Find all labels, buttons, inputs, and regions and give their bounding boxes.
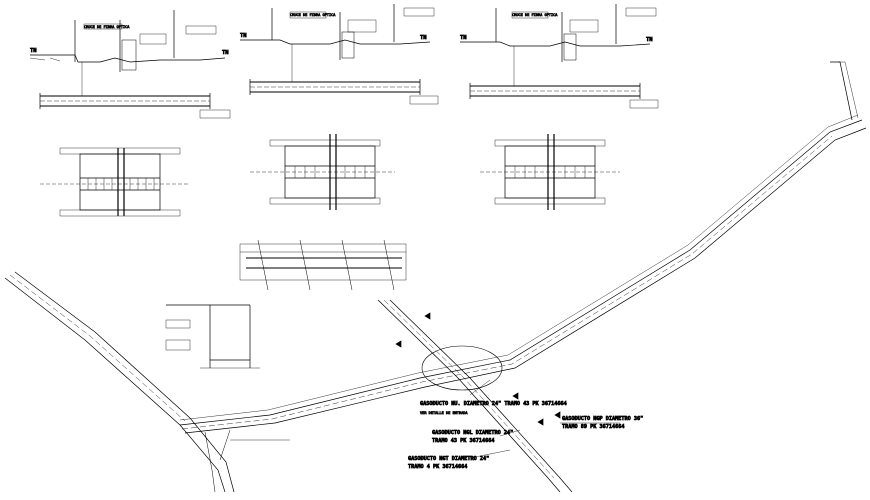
vertical-section-detail bbox=[165, 304, 260, 369]
cruce-label-2: CRUCE DE FIBRA OPTICA bbox=[290, 13, 336, 17]
plan-detail-3 bbox=[480, 134, 620, 210]
tn-label-2: TN bbox=[222, 50, 229, 56]
tn-label-1: TN bbox=[30, 48, 37, 54]
tn-label-6: TN bbox=[646, 37, 653, 43]
gas-label-1-sub: VER DETALLE DE ENTRADA bbox=[420, 411, 468, 415]
plan-detail-2 bbox=[250, 134, 395, 210]
tn-label-4: TN bbox=[420, 35, 427, 41]
gas-label-3: GASODUCTO NGL DIAMETRO 24" bbox=[432, 430, 513, 436]
plan-detail-1 bbox=[40, 147, 190, 217]
gas-label-3-sub: TRAMO 43 PK 36714664 bbox=[432, 438, 494, 444]
long-section bbox=[239, 239, 407, 291]
profile-section-1 bbox=[29, 10, 231, 119]
tn-label-3: TN bbox=[240, 33, 247, 39]
gas-label-2-sub: TRAMO 89 PK 36714664 bbox=[562, 424, 624, 430]
gas-label-2: GASODUCTO NGP DIAMETRO 36" bbox=[562, 416, 643, 422]
cruce-label-3: CRUCE DE FIBRA OPTICA bbox=[512, 13, 558, 17]
gas-label-1: GASODUCTO NU. DIAMETRO 24" TRAMO 43 PK 3… bbox=[420, 401, 567, 407]
tn-label-5: TN bbox=[460, 35, 467, 41]
main-roadway-plan bbox=[4, 61, 867, 493]
gas-label-4-sub: TRAMO 4 PK 36714664 bbox=[408, 464, 467, 470]
profile-section-2 bbox=[240, 4, 439, 105]
gas-label-4: GASODUCTO NGT DIAMETRO 24" bbox=[408, 456, 489, 462]
cruce-label-1: CRUCE DE FIBRA OPTICA bbox=[84, 25, 130, 29]
profile-section-3 bbox=[460, 4, 659, 109]
